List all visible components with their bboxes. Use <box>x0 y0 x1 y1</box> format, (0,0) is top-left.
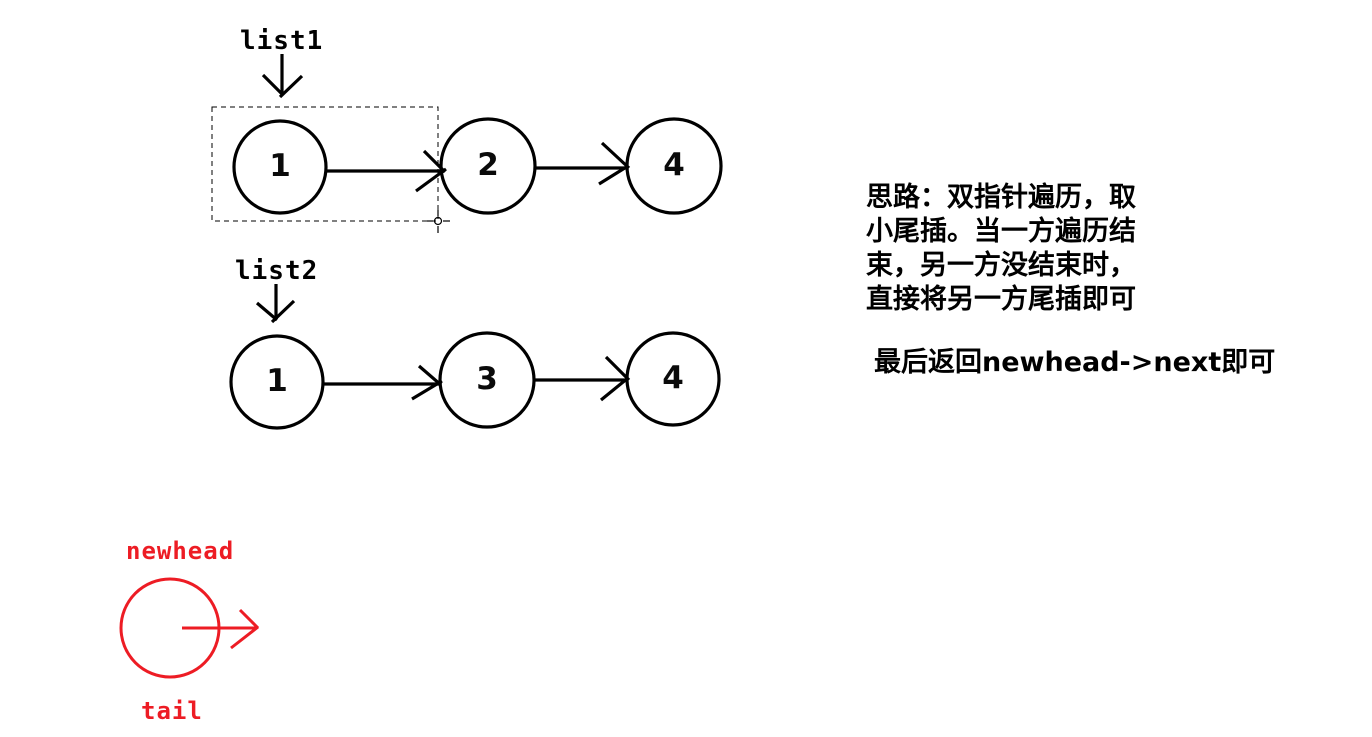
idea-notes: 思路：双指针遍历，取 小尾插。当一方遍历结 束，另一方没结束时， 直接将另一方尾… <box>866 181 1136 317</box>
list2-link-arrow-1 <box>323 364 443 401</box>
return-note: 最后返回newhead->next即可 <box>874 347 1276 378</box>
list2-link-arrow-2 <box>534 355 631 402</box>
list1-node3-value: 4 <box>663 147 685 183</box>
list2-node1-value: 1 <box>266 363 288 399</box>
list1-link-arrow-1 <box>326 149 447 193</box>
list2-pointer-label: list2 <box>235 256 319 286</box>
list1-node1-value: 1 <box>269 148 291 184</box>
idea-note-line: 直接将另一方尾插即可 <box>866 284 1136 315</box>
idea-note-line: 束，另一方没结束时， <box>866 250 1136 281</box>
list1-node1-circle <box>232 119 328 215</box>
crosshair-cursor <box>427 210 450 233</box>
newhead-label: newhead <box>126 537 235 565</box>
list2-node1-circle <box>229 334 325 430</box>
idea-note-line: 小尾插。当一方遍历结 <box>866 216 1136 247</box>
list2-node2-value: 3 <box>476 361 498 397</box>
newhead-next-arrow <box>182 608 260 650</box>
list1-link-arrow-2 <box>535 141 631 186</box>
list1-pointer-label: list1 <box>240 26 324 56</box>
list2-pointer-arrow <box>255 284 296 324</box>
list1-node2-value: 2 <box>477 147 499 183</box>
list1-pointer-arrow <box>261 54 304 99</box>
list2-node3-value: 4 <box>662 360 684 396</box>
idea-note-line: 思路：双指针遍历，取 <box>866 182 1136 213</box>
tail-label: tail <box>141 697 203 725</box>
